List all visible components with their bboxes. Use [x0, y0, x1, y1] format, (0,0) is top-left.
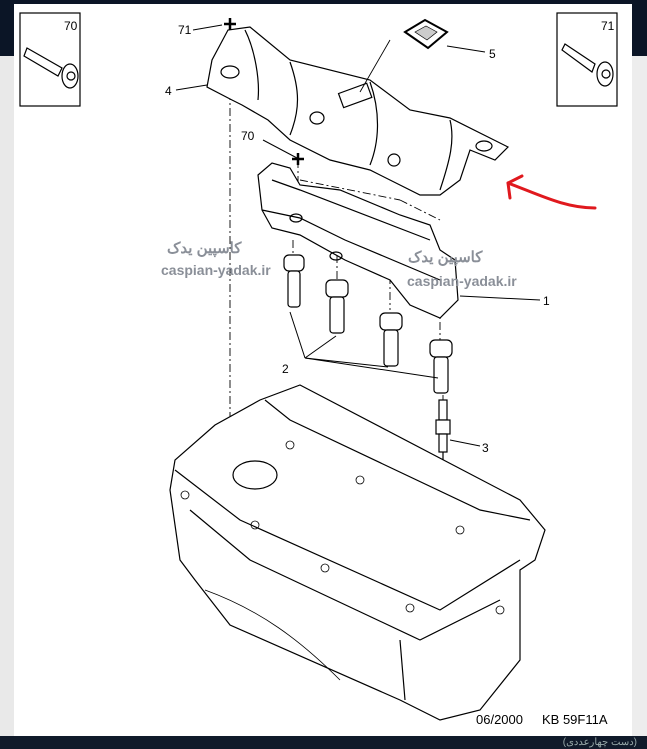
- watermark-fa: کاسپین یدک: [167, 240, 242, 258]
- ignition-coil-pack: [257, 162, 459, 319]
- background-right: [632, 56, 647, 736]
- logo-badge: [403, 18, 449, 50]
- red-arrow-annotation: [506, 174, 597, 210]
- footer-code: KB 59F11A: [542, 712, 608, 727]
- screw-flange-icon: [23, 47, 79, 89]
- callout-leaders: [175, 18, 541, 447]
- footer-date: 06/2000: [476, 712, 523, 727]
- coil-boot: [379, 312, 403, 367]
- screw-tapping-icon: [561, 43, 614, 87]
- cylinder-head: [169, 384, 546, 721]
- coil-boot: [325, 279, 349, 334]
- inset-screw-71: 71: [556, 12, 618, 107]
- diagram-panel: 70 71: [14, 4, 632, 736]
- engine-cover: [206, 26, 510, 196]
- exploded-parts-diagram: 70 71: [19, 12, 618, 727]
- callout-2: 2: [282, 362, 289, 376]
- bottom-bar: [0, 736, 647, 749]
- inset-screw-70: 70: [19, 12, 81, 107]
- callout-4: 4: [165, 84, 172, 98]
- coil-boot: [429, 339, 453, 394]
- watermark-en-2: caspian-yadak.ir: [407, 273, 517, 289]
- coil-boot: [283, 254, 305, 308]
- background-left: [0, 56, 14, 736]
- callout-70: 70: [241, 129, 255, 143]
- inset-label-70: 70: [64, 19, 78, 33]
- watermark-en: caspian-yadak.ir: [161, 262, 271, 278]
- bottom-bar-text: (دست چهارعددی): [562, 737, 637, 748]
- watermark-fa-2: کاسپین یدک: [408, 249, 483, 267]
- spark-plug: [435, 399, 451, 462]
- coil-boots: [283, 254, 453, 394]
- callout-5: 5: [489, 47, 496, 61]
- callout-71: 71: [178, 23, 192, 37]
- callout-3: 3: [482, 441, 489, 455]
- inset-label-71: 71: [601, 19, 615, 33]
- callout-1: 1: [543, 294, 550, 308]
